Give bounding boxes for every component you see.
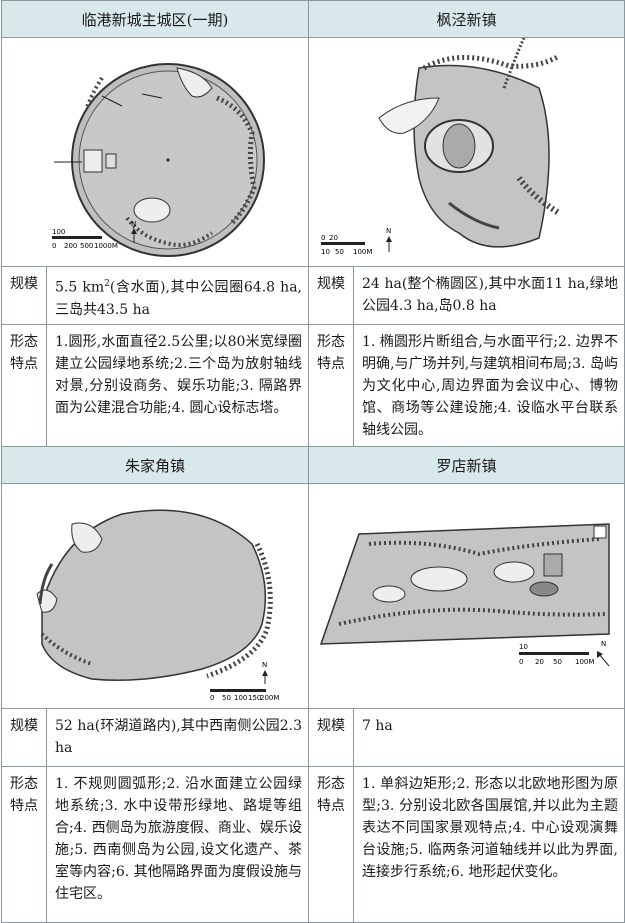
scale-tick: 100 — [52, 228, 65, 236]
scale-tick: 0 — [52, 242, 56, 250]
scale-value-zhujiajiao: 52 ha(环湖道路内),其中西南侧公园2.3 ha — [46, 708, 309, 767]
scale-sup: 2 — [104, 279, 110, 289]
north-arrow-icon: N — [597, 640, 610, 667]
scale-tick: 20 — [535, 658, 544, 666]
fengjing-scale-bar: 0 20 10 50 100M — [321, 234, 372, 256]
scale-tick: 500 — [80, 242, 93, 250]
form-label: 形态特点 — [308, 324, 354, 447]
north-label: N — [262, 661, 267, 669]
header-luodian: 罗店新镇 — [307, 446, 625, 484]
scale-tick: 0 — [519, 658, 523, 666]
plan-fengjing: 0 20 10 50 100M N — [307, 37, 625, 267]
plan-lingang: 100 0 200 500 1000M N — [1, 37, 309, 267]
scale-tick: 100M — [575, 658, 594, 666]
plan-zhujiajiao: 0 50 100 150 200M N — [1, 483, 309, 709]
luodian-site-plan: 10 0 20 50 100M N — [319, 523, 610, 667]
scale-text: 5.5 km — [55, 279, 105, 296]
north-label: N — [386, 227, 391, 235]
north-arrow-icon: N — [386, 227, 392, 252]
header-fengjing: 枫泾新镇 — [307, 0, 625, 38]
plan-luodian: 10 0 20 50 100M N — [307, 483, 625, 709]
zhujiajiao-scale-bar: 0 50 100 150 200M — [210, 689, 279, 702]
scale-value-lingang: 5.5 km2(含水面),其中公园圈64.8 ha,三岛共43.5 ha — [46, 266, 309, 325]
scale-label: 规模 — [1, 266, 47, 325]
form-value-fengjing: 1. 椭圆形片断组合,与水面平行;2. 边界不明确,与广场并列,与建筑相间布局;… — [352, 324, 625, 447]
scale-label: 规模 — [1, 708, 47, 767]
north-arrow-icon: N — [131, 220, 137, 243]
scale-tick: 50 — [553, 658, 562, 666]
scale-tick: 10 — [321, 248, 330, 256]
scale-value-fengjing: 24 ha(整个椭圆区),其中水面11 ha,绿地公园4.3 ha,岛0.8 h… — [352, 266, 625, 325]
north-label: N — [601, 640, 606, 648]
scale-label: 规模 — [308, 266, 354, 325]
scale-tick: 200 — [64, 242, 77, 250]
scale-tick: 0 — [321, 234, 325, 242]
scale-text: (含水面),其中公园圈64.8 ha,三岛共43.5 ha — [55, 279, 302, 318]
scale-tick: 50 — [335, 248, 344, 256]
north-arrow-icon: N — [262, 661, 268, 684]
scale-tick: 100 — [234, 694, 247, 702]
scale-tick: 100M — [353, 248, 372, 256]
luodian-scale-bar: 10 0 20 50 100M — [519, 643, 594, 666]
form-label: 形态特点 — [1, 324, 47, 447]
scale-tick: 200M — [260, 694, 279, 702]
scale-label: 规模 — [308, 708, 354, 767]
north-label: N — [131, 220, 136, 228]
header-zhujiajiao: 朱家角镇 — [1, 446, 309, 484]
scale-tick: 20 — [329, 234, 338, 242]
form-value-luodian: 1. 单斜边矩形;2. 形态以北欧地形图为原型;3. 分别设北欧各国展馆,并以此… — [352, 766, 625, 923]
scale-tick: 50 — [222, 694, 231, 702]
form-label: 形态特点 — [1, 766, 47, 923]
form-value-zhujiajiao: 1. 不规则圆弧形;2. 沿水面建立公园绿地系统;3. 水中设带形绿地、路堤等组… — [46, 766, 309, 923]
scale-tick: 10 — [519, 643, 528, 651]
header-lingang: 临港新城主城区(一期) — [1, 0, 309, 38]
scale-value-luodian: 7 ha — [352, 708, 625, 767]
form-value-lingang: 1.圆形,水面直径2.5公里;以80米宽绿圈建立公园绿地系统;2.三个岛为放射轴… — [46, 324, 309, 447]
scale-tick: 0 — [210, 694, 214, 702]
lingang-site-plan: 100 0 200 500 1000M N — [52, 63, 265, 257]
lingang-scale-bar: 100 0 200 500 1000M — [52, 228, 118, 250]
scale-tick: 1000M — [94, 242, 118, 250]
form-label: 形态特点 — [308, 766, 354, 923]
zhujiajiao-site-plan: 0 50 100 150 200M N — [36, 509, 279, 702]
fengjing-site-plan: 0 20 10 50 100M N — [321, 38, 561, 256]
scale-tick: 150 — [248, 694, 261, 702]
